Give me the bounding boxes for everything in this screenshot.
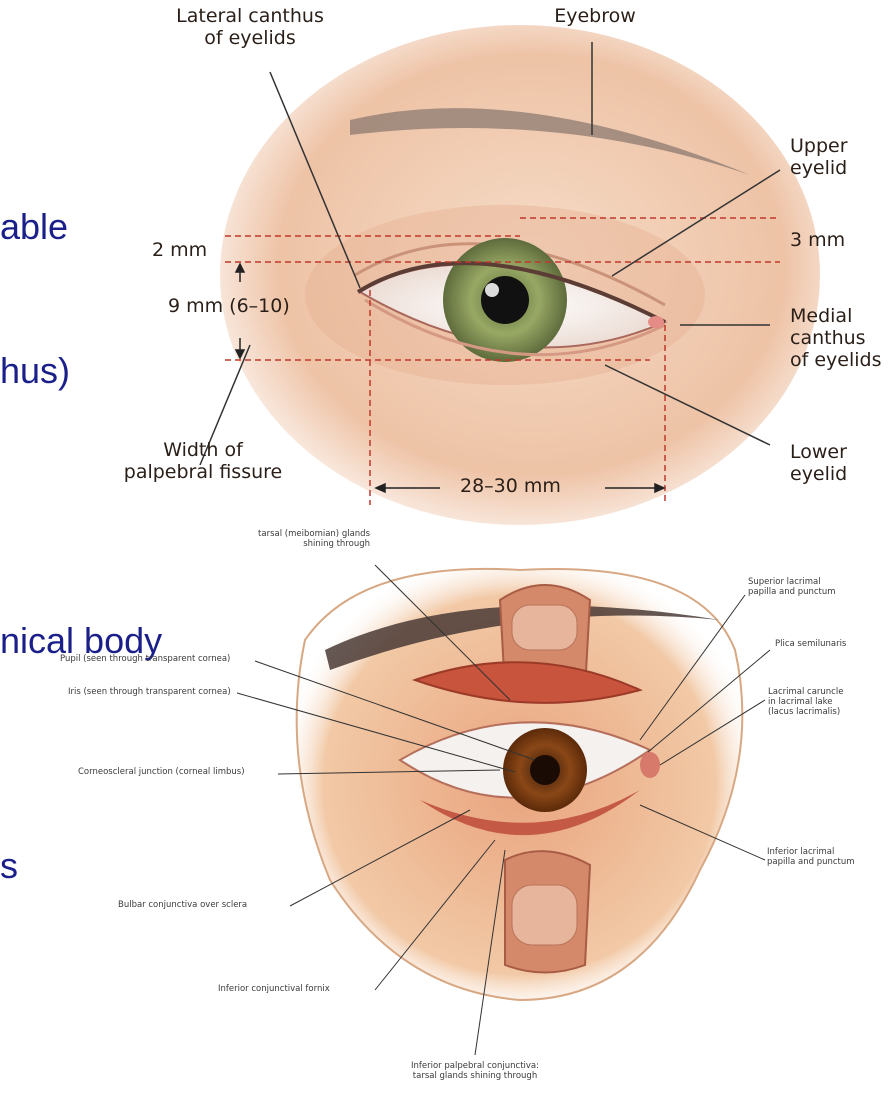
label-2mm: 2 mm — [152, 240, 207, 262]
label-bulbar-conjunctiva: Bulbar conjunctiva over sclera — [118, 901, 247, 911]
label-lateral-canthus: Lateral canthus of eyelids — [170, 6, 330, 50]
label-plica-semilunaris: Plica semilunaris — [775, 640, 846, 650]
label-eyebrow: Eyebrow — [540, 6, 650, 28]
label-tarsal-glands-top: tarsal (meibomian) glands shining throug… — [200, 530, 370, 550]
label-28-30mm: 28–30 mm — [460, 476, 561, 498]
label-inferior-conjunctival-fornix: Inferior conjunctival fornix — [218, 985, 330, 995]
label-lacrimal-caruncle: Lacrimal caruncle in lacrimal lake (lacu… — [768, 688, 843, 717]
label-width-palpebral-fissure: Width of palpebral fissure — [118, 440, 288, 484]
label-medial-canthus: Medial canthus of eyelids — [790, 306, 882, 372]
label-3mm: 3 mm — [790, 230, 845, 252]
label-superior-lacrimal: Superior lacrimal papilla and punctum — [748, 578, 836, 598]
label-inferior-lacrimal: Inferior lacrimal papilla and punctum — [767, 848, 855, 868]
label-upper-eyelid: Upper eyelid — [790, 136, 848, 180]
label-9mm: 9 mm (6–10) — [168, 296, 290, 318]
label-iris: Iris (seen through transparent cornea) — [68, 688, 231, 698]
label-pupil: Pupil (seen through transparent cornea) — [60, 655, 230, 665]
label-inferior-palpebral-conjunctiva: Inferior palpebral conjunctiva: tarsal g… — [390, 1062, 560, 1082]
label-corneoscleral-junction: Corneoscleral junction (corneal limbus) — [78, 768, 245, 778]
label-lower-eyelid: Lower eyelid — [790, 442, 847, 486]
